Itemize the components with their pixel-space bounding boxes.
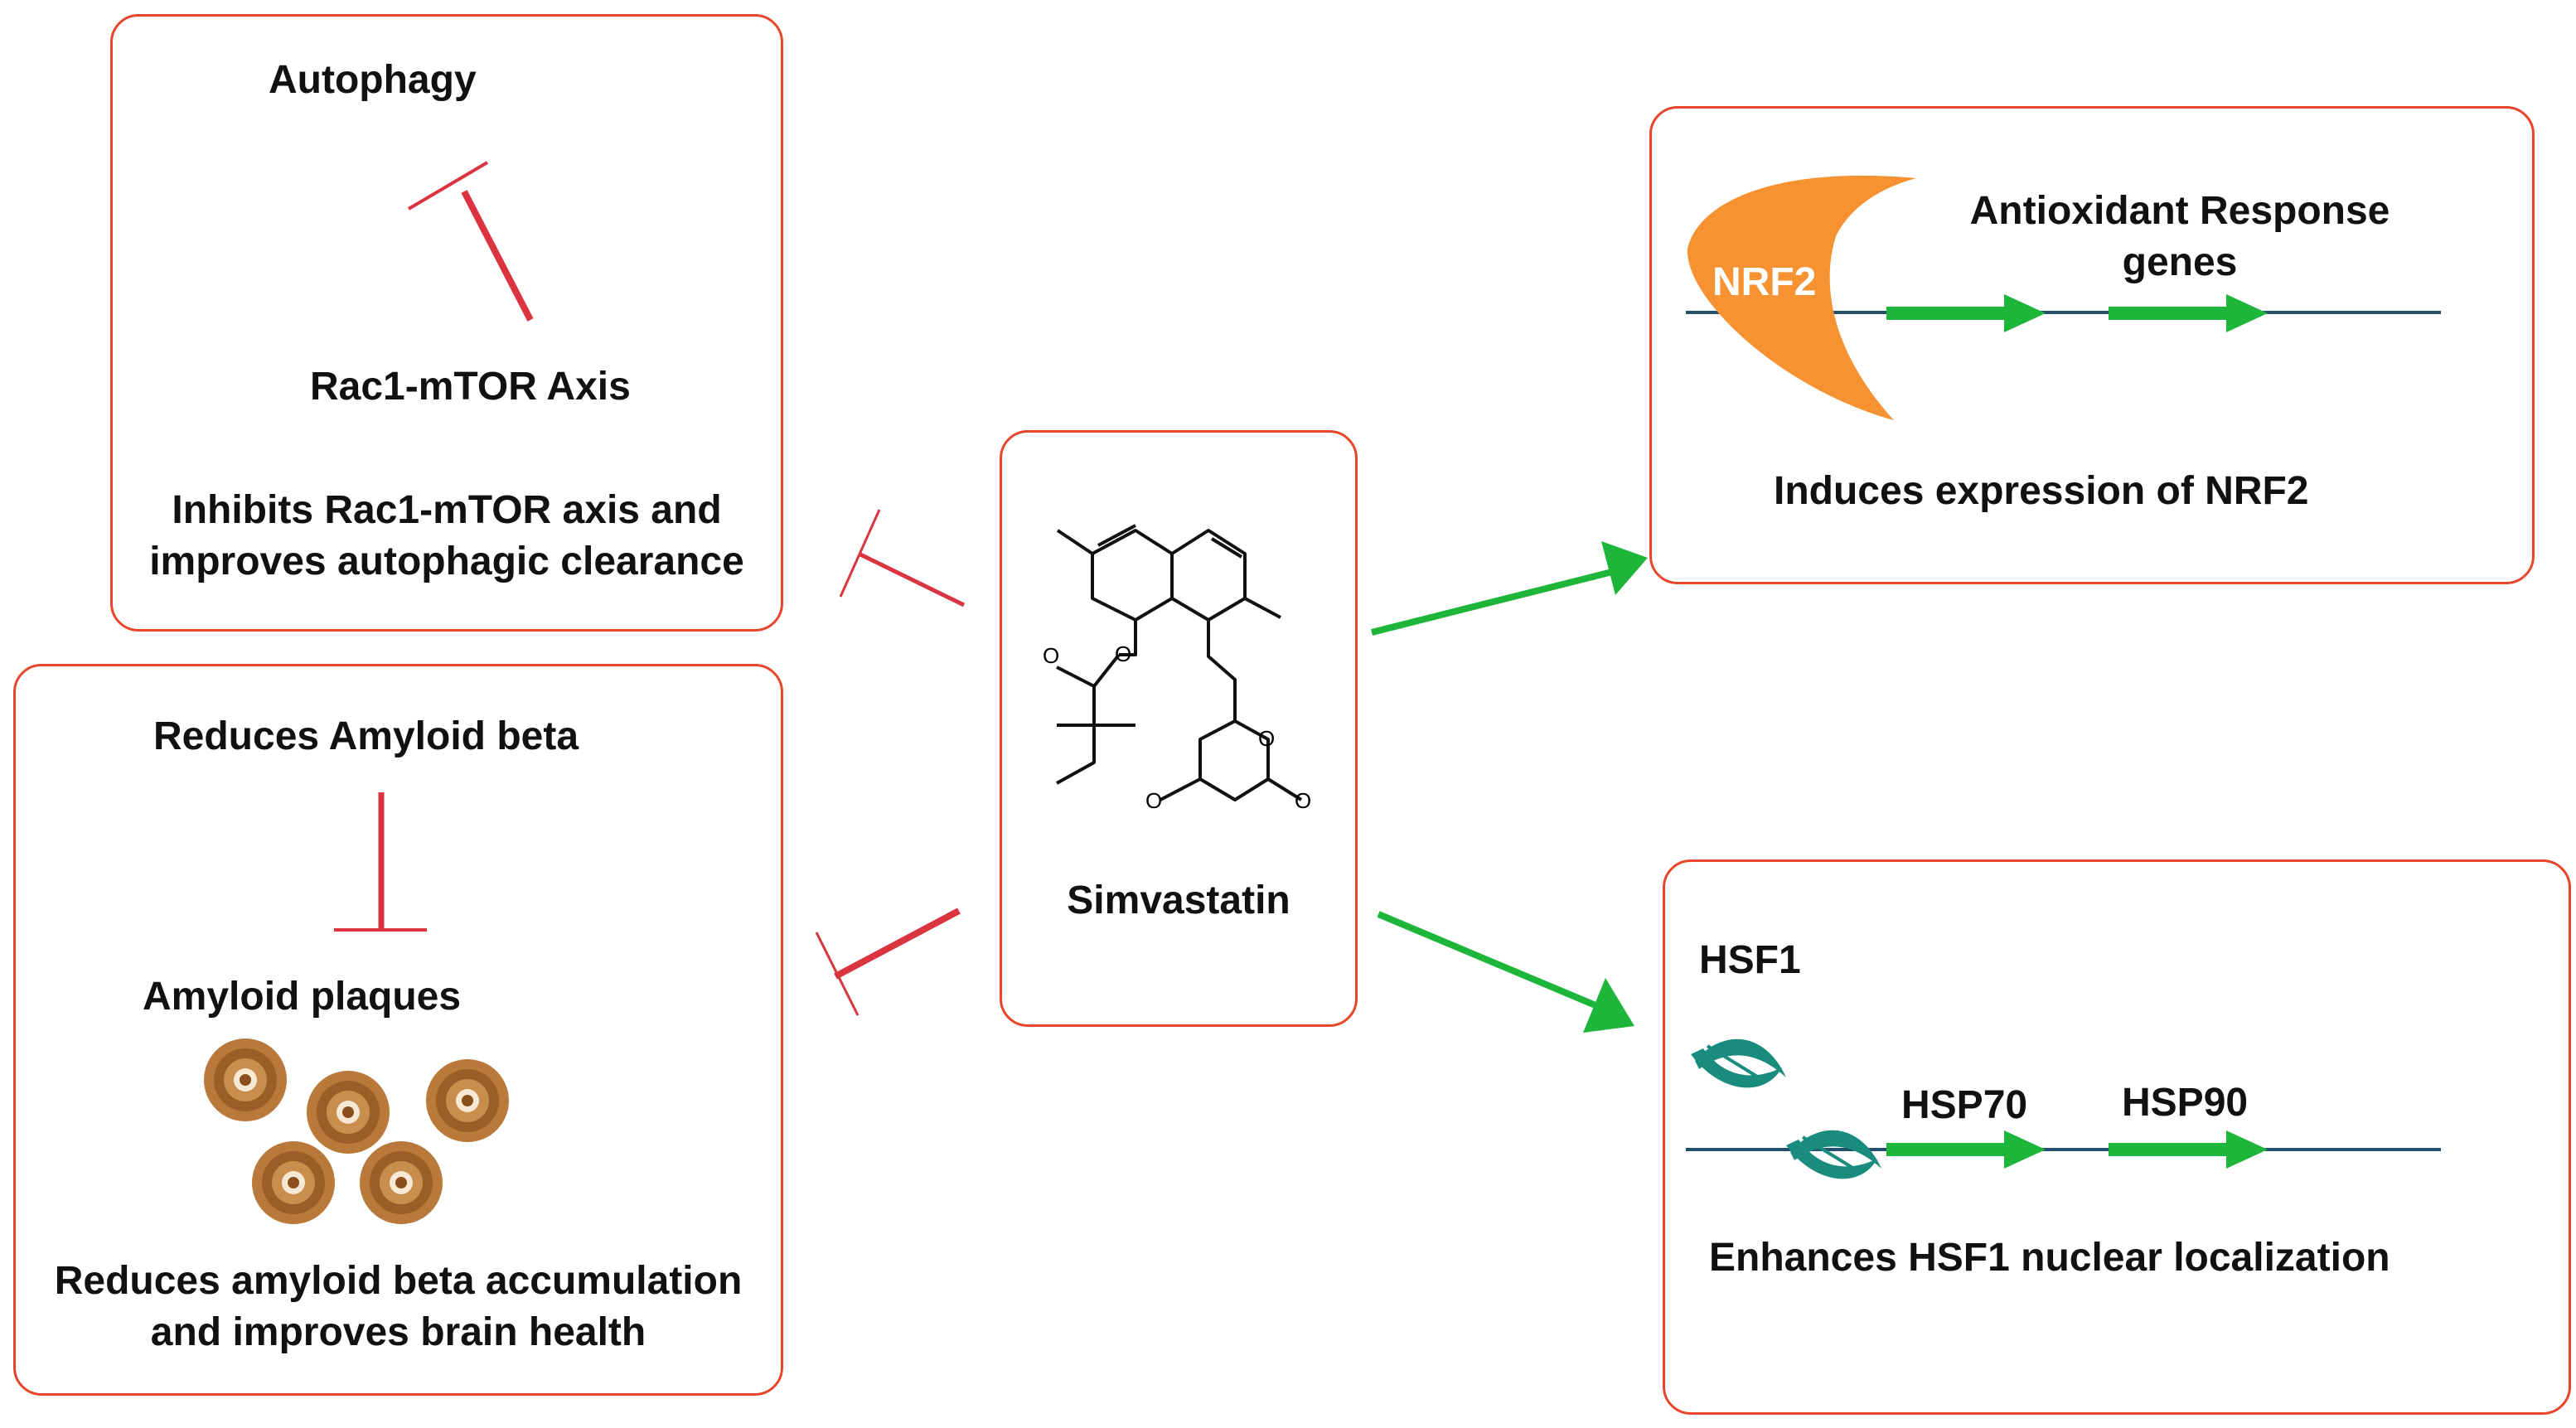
- amyloid-description-line2: and improves brain health: [150, 1310, 646, 1354]
- simvastatin-label: Simvastatin: [1067, 879, 1290, 922]
- amyloid-plaque-icon: [204, 1038, 287, 1121]
- amyloid-plaque-cluster: [204, 1038, 509, 1224]
- hsp90-label: HSP90: [2122, 1081, 2249, 1125]
- amyloid-plaque-icon: [307, 1071, 390, 1154]
- autophagy-description-line1: Inhibits Rac1-mTOR axis and: [172, 488, 722, 532]
- hsp70-label: HSP70: [1901, 1083, 2028, 1127]
- hsf1-label: HSF1: [1699, 938, 1801, 982]
- amyloid-title: Reduces Amyloid beta: [153, 714, 579, 758]
- atom-label: O: [1145, 788, 1162, 813]
- amyloid-inhibition-icon: [334, 792, 427, 932]
- antioxidant-genes-line2: genes: [2122, 240, 2238, 284]
- nrf2-protein-label: NRF2: [1712, 260, 1817, 304]
- hsf1-gene-arrow-hsp90: [2109, 1130, 2268, 1169]
- inhibition-arrow-to-autophagy: [839, 509, 966, 608]
- hsf1-protein-icon-free: [1691, 1038, 1786, 1088]
- atom-label: O: [1295, 788, 1311, 813]
- autophagy-panel: [110, 14, 783, 632]
- nrf2-gene-arrow-2: [2109, 294, 2268, 332]
- atom-label: O: [1115, 641, 1131, 666]
- atom-label: O: [1043, 643, 1059, 668]
- hsf1-description: Enhances HSF1 nuclear localization: [1709, 1236, 2390, 1280]
- amyloid-plaque-icon: [360, 1141, 443, 1224]
- amyloid-panel: [13, 664, 783, 1396]
- autophagy-inhibition-icon: [407, 161, 534, 322]
- amyloid-plaque-icon: [252, 1141, 335, 1224]
- inhibition-arrow-to-amyloid: [815, 908, 961, 1016]
- hsf1-gene-arrow-hsp70: [1886, 1130, 2046, 1169]
- autophagy-description-line2: improves autophagic clearance: [149, 540, 744, 583]
- nrf2-description: Induces expression of NRF2: [1774, 469, 2309, 513]
- nrf2-gene-arrow-1: [1886, 294, 2046, 332]
- simvastatin-structure: [1056, 524, 1303, 801]
- hsf1-protein-icon-bound: [1786, 1130, 1881, 1179]
- amyloid-plaque-icon: [426, 1059, 509, 1142]
- atom-label: O: [1258, 726, 1275, 751]
- autophagy-title: Autophagy: [269, 58, 477, 102]
- antioxidant-genes-line1: Antioxidant Response: [1969, 189, 2390, 233]
- nrf2-protein-icon: [1687, 175, 1916, 420]
- amyloid-description-line1: Reduces amyloid beta accumulation: [54, 1259, 743, 1303]
- amyloid-plaques-label: Amyloid plaques: [143, 975, 462, 1019]
- activation-arrow-to-nrf2: [1371, 541, 1648, 636]
- activation-arrow-to-hsf1: [1377, 911, 1634, 1033]
- rac1-mtor-axis-label: Rac1-mTOR Axis: [310, 365, 631, 409]
